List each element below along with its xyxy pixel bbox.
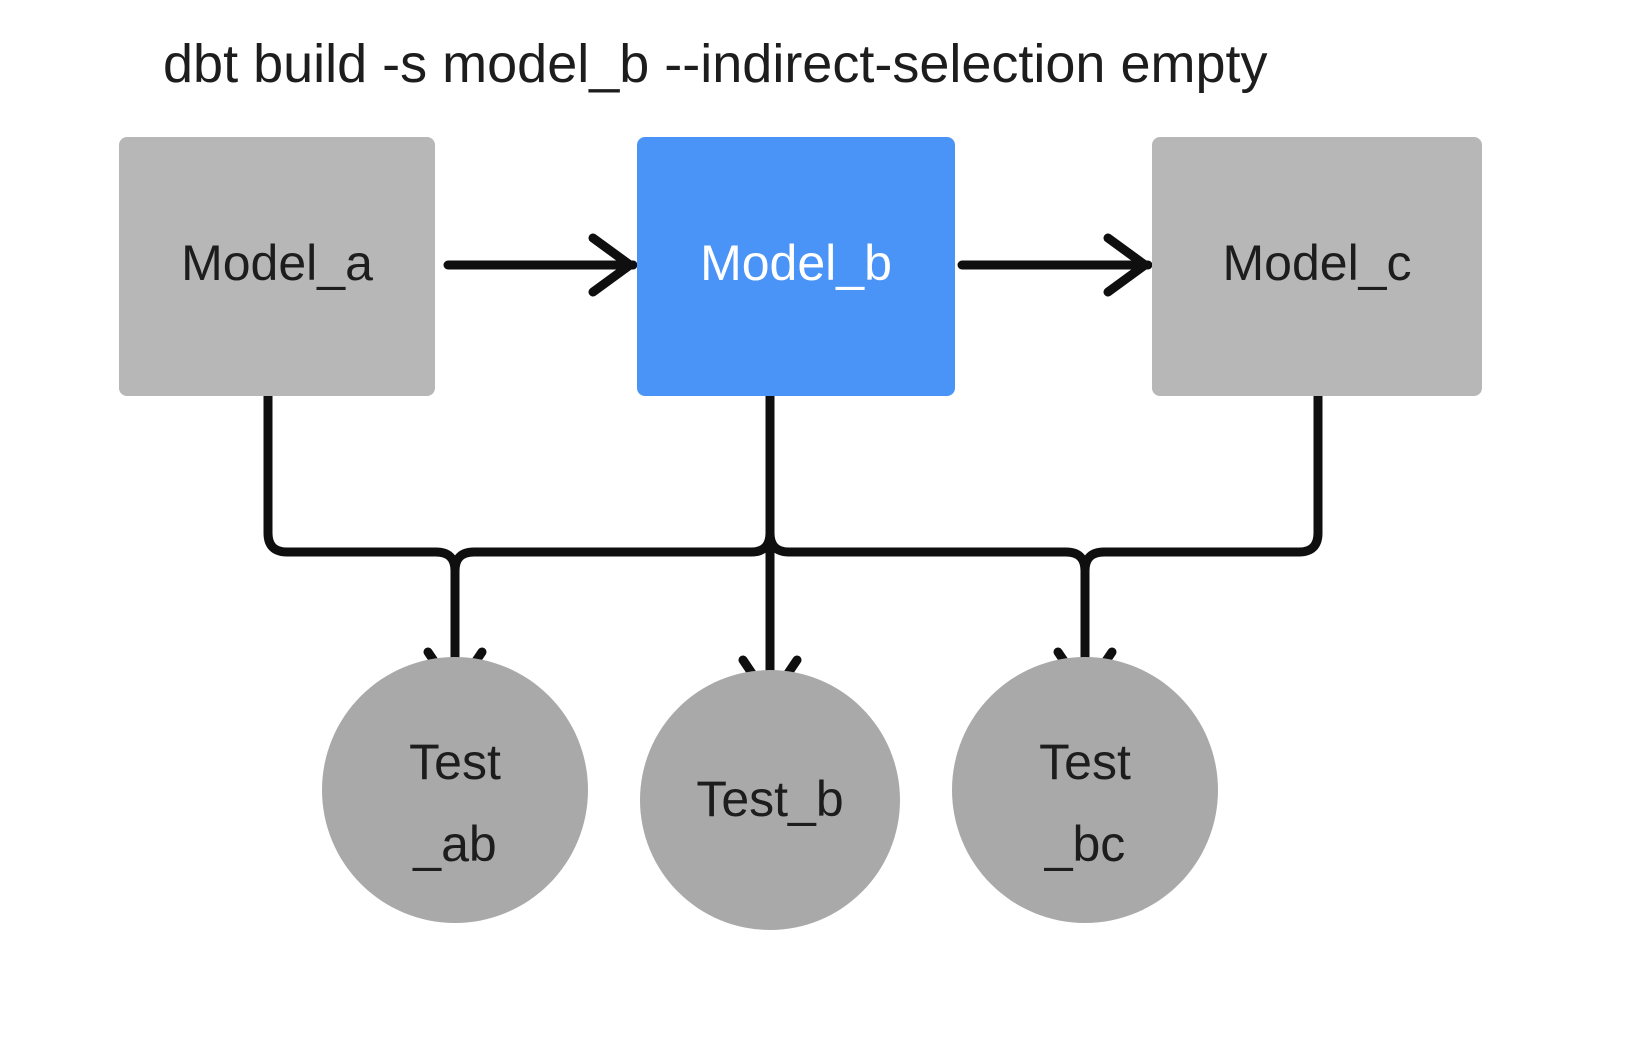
edge-model_b-to-test_bc	[765, 528, 1090, 576]
test_bc-label-line1: Test	[1039, 734, 1131, 790]
edge-model_c-to-test_bc	[1053, 391, 1323, 697]
edge-model_a-to-model_b	[443, 233, 638, 297]
test_bc-label-line2: _bc	[1044, 816, 1126, 872]
edge-line	[263, 391, 460, 669]
node-test_bc[interactable]: Test _bc	[952, 657, 1218, 923]
model_a-box[interactable]	[119, 137, 435, 396]
arrow-head-icon	[588, 233, 635, 297]
test_b-circle[interactable]	[640, 670, 900, 930]
test_bc-circle[interactable]	[952, 657, 1218, 923]
node-model_a[interactable]: Model_a	[119, 137, 435, 396]
arrow-head-icon	[1103, 233, 1150, 297]
model_a-label: Model_a	[181, 235, 373, 291]
edge-model_a-to-test_ab	[263, 391, 487, 697]
model_c-box[interactable]	[1152, 137, 1482, 396]
model_b-label: Model_b	[700, 235, 892, 291]
edge-model_b-to-test_ab	[450, 528, 775, 576]
model_b-box[interactable]	[637, 137, 955, 396]
node-model_b[interactable]: Model_b	[637, 137, 955, 396]
edge-model_b-to-model_c	[957, 233, 1153, 297]
test_ab-label-line2: _ab	[412, 816, 496, 872]
node-test_ab[interactable]: Test _ab	[322, 657, 588, 923]
node-test_b[interactable]: Test_b	[640, 670, 900, 930]
edge-line	[1080, 391, 1323, 669]
test_ab-label-line1: Test	[409, 734, 501, 790]
edge-line	[765, 528, 1090, 576]
page-title: dbt build -s model_b --indirect-selectio…	[163, 34, 1268, 94]
test_ab-circle[interactable]	[322, 657, 588, 923]
edge-line	[450, 528, 775, 576]
model_c-label: Model_c	[1223, 235, 1412, 291]
test_b-label: Test_b	[696, 771, 843, 827]
node-model_c[interactable]: Model_c	[1152, 137, 1482, 396]
